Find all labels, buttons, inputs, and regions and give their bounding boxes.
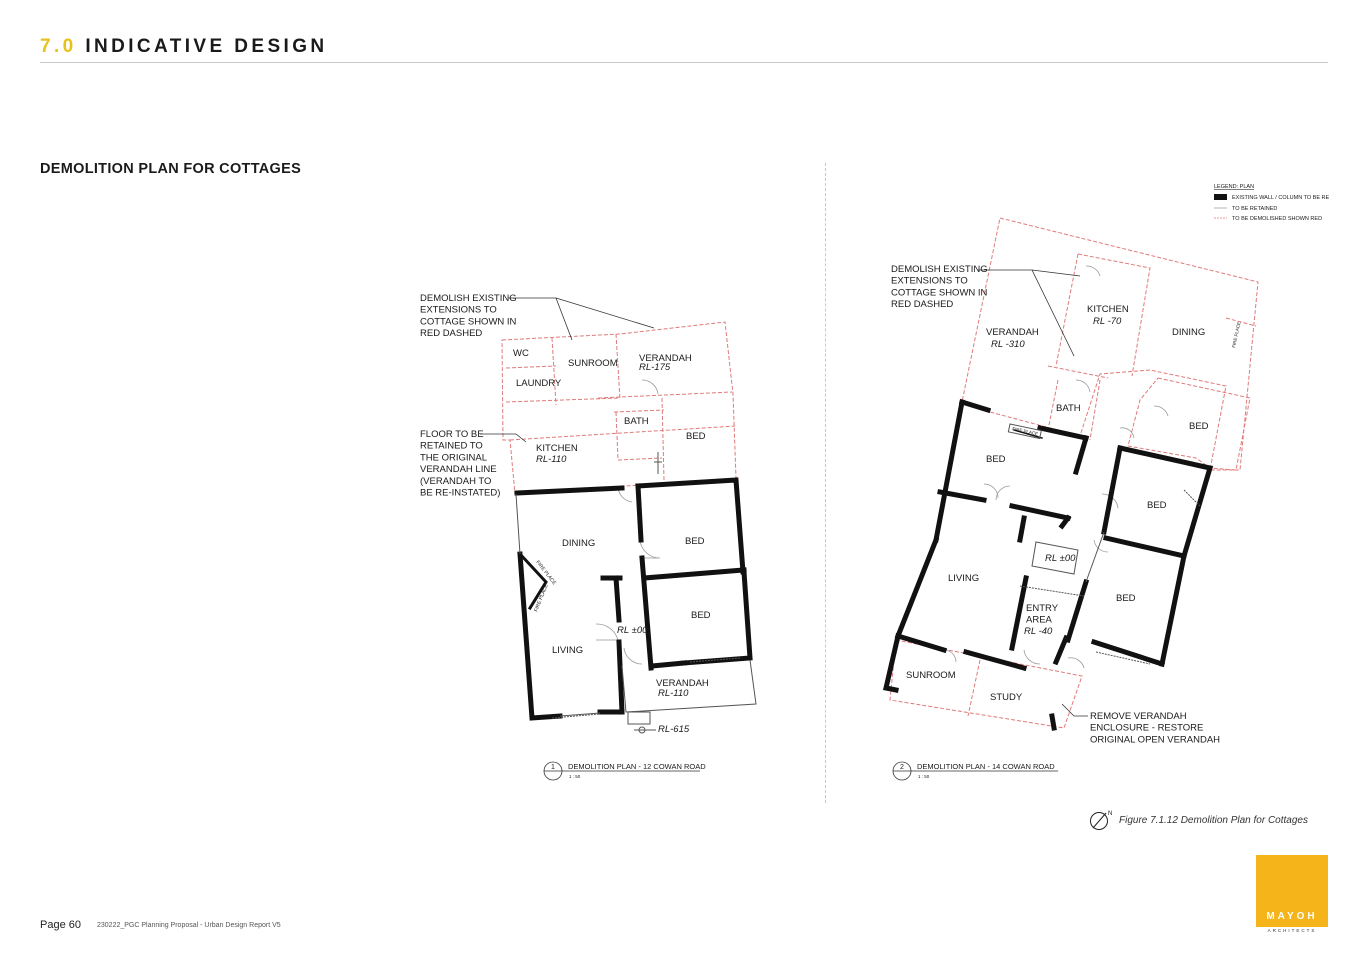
subsection-title: DEMOLITION PLAN FOR COTTAGES bbox=[40, 161, 302, 177]
plan1-title-block: 1 DEMOLITION PLAN - 12 COWAN ROAD 1 : 50 bbox=[543, 761, 706, 781]
mayoh-logo: MAYOH bbox=[1256, 855, 1328, 927]
plan-divider bbox=[825, 163, 826, 803]
room-bath-2: BATH bbox=[1056, 403, 1081, 414]
room-living: LIVING bbox=[552, 645, 583, 656]
svg-text:N: N bbox=[1108, 811, 1112, 817]
rl-zero-plan1: RL ±00 bbox=[617, 625, 648, 636]
rl-615: RL-615 bbox=[658, 724, 690, 735]
rl-kitchen: RL-110 bbox=[536, 454, 567, 465]
svg-text:EXISTING WALL / COLUMN TO BE R: EXISTING WALL / COLUMN TO BE RE bbox=[1232, 195, 1330, 201]
note-demolish-1: DEMOLISH EXISTING EXTENSIONS TO COTTAGE … bbox=[420, 293, 519, 339]
rl-kitchen-2: RL -70 bbox=[1093, 316, 1122, 327]
note-floor-retained: FLOOR TO BE RETAINED TO THE ORIGINAL VER… bbox=[420, 429, 500, 499]
plan1-scale: 1 : 50 bbox=[569, 774, 581, 779]
demolished-extensions bbox=[501, 321, 737, 495]
note-remove-verandah: REMOVE VERANDAH ENCLOSURE - RESTORE ORIG… bbox=[1090, 711, 1220, 745]
plan2-scale: 1 : 50 bbox=[918, 774, 930, 779]
room-kitchen-2: KITCHEN bbox=[1087, 304, 1129, 315]
north-arrow-icon: N bbox=[1090, 811, 1112, 830]
room-bed-right-top: BED bbox=[1189, 421, 1209, 432]
room-sunroom-2: SUNROOM bbox=[906, 670, 956, 681]
room-bed-mid: BED bbox=[685, 536, 705, 547]
leaders-plan2 bbox=[978, 269, 1088, 717]
room-labels-plan1: WC LAUNDRY SUNROOM VERANDAH RL-175 BATH … bbox=[513, 348, 711, 735]
footer-document-name: 230222_PGC Planning Proposal - Urban Des… bbox=[97, 922, 281, 929]
room-labels-plan2: KITCHEN RL -70 DINING VERANDAH RL -310 F… bbox=[906, 304, 1241, 703]
note-demolish-2: DEMOLISH EXISTING EXTENSIONS TO COTTAGE … bbox=[891, 264, 990, 310]
header-rule bbox=[40, 62, 1328, 63]
room-study: STUDY bbox=[990, 692, 1023, 703]
room-verandah-bottom: VERANDAH bbox=[656, 678, 709, 689]
section-title-main: INDICATIVE DESIGN bbox=[85, 36, 328, 57]
logo-subtitle: ARCHITECTS bbox=[1267, 928, 1317, 933]
plan-14-cowan-road: LEGEND: PLAN EXISTING WALL / COLUMN TO B… bbox=[882, 184, 1330, 781]
rl-verandah-top: RL-175 bbox=[639, 362, 671, 373]
plan-12-cowan-road: DEMOLISH EXISTING EXTENSIONS TO COTTAGE … bbox=[420, 293, 757, 781]
room-entry: ENTRY AREA bbox=[1026, 603, 1061, 626]
room-bed-right-mid: BED bbox=[1147, 500, 1167, 511]
plan2-title: DEMOLITION PLAN - 14 COWAN ROAD bbox=[917, 762, 1055, 771]
room-sunroom: SUNROOM bbox=[568, 358, 618, 369]
room-bed-top: BED bbox=[686, 431, 706, 442]
svg-text:TO BE RETAINED: TO BE RETAINED bbox=[1232, 206, 1277, 212]
room-dining-2: DINING bbox=[1172, 327, 1205, 338]
room-wc: WC bbox=[513, 348, 529, 359]
leaders-plan1 bbox=[480, 297, 655, 443]
footer-page-number: Page 60 bbox=[40, 919, 81, 931]
room-laundry: LAUNDRY bbox=[516, 378, 562, 389]
existing-walls-plan2 bbox=[882, 398, 1214, 731]
retained-outlines-plan1 bbox=[515, 452, 757, 734]
section-number: 7.0 bbox=[40, 36, 77, 57]
room-verandah-top: VERANDAH bbox=[639, 353, 692, 364]
room-bed-right-low: BED bbox=[1116, 593, 1136, 604]
fireplace-left-label: FIRE PLACE bbox=[1012, 426, 1039, 436]
svg-text:TO BE DEMOLISHED SHOWN RED: TO BE DEMOLISHED SHOWN RED bbox=[1232, 216, 1322, 222]
room-dining: DINING bbox=[562, 538, 595, 549]
plan2-legend: LEGEND: PLAN EXISTING WALL / COLUMN TO B… bbox=[1214, 184, 1330, 222]
room-bed-low: BED bbox=[691, 610, 711, 621]
room-bed-left: BED bbox=[986, 454, 1006, 465]
figure-caption: Figure 7.1.12 Demolition Plan for Cottag… bbox=[1119, 815, 1308, 826]
existing-walls-plan1 bbox=[514, 477, 753, 721]
rl-verandah-bottom: RL-110 bbox=[658, 688, 689, 699]
room-bath: BATH bbox=[624, 416, 649, 427]
plan1-title: DEMOLITION PLAN - 12 COWAN ROAD bbox=[568, 762, 706, 771]
plan2-number: 2 bbox=[900, 764, 904, 771]
logo-name: MAYOH bbox=[1266, 911, 1318, 922]
rl-verandah-2: RL -310 bbox=[991, 339, 1025, 350]
room-living-2: LIVING bbox=[948, 573, 979, 584]
rl-zero-plan2: RL ±00 bbox=[1045, 553, 1076, 564]
page-header: 7.0 INDICATIVE DESIGN bbox=[40, 36, 328, 58]
room-kitchen: KITCHEN bbox=[536, 443, 578, 454]
fireplace-top-label: FIRE PLACE bbox=[1231, 321, 1241, 348]
rl-entry: RL -40 bbox=[1024, 626, 1053, 637]
room-verandah-2: VERANDAH bbox=[986, 327, 1039, 338]
plan1-number: 1 bbox=[551, 764, 555, 771]
plan2-title-block: 2 DEMOLITION PLAN - 14 COWAN ROAD 1 : 50 bbox=[892, 761, 1058, 781]
svg-text:LEGEND: PLAN: LEGEND: PLAN bbox=[1214, 184, 1254, 190]
retained-outlines-plan2 bbox=[1007, 423, 1201, 665]
